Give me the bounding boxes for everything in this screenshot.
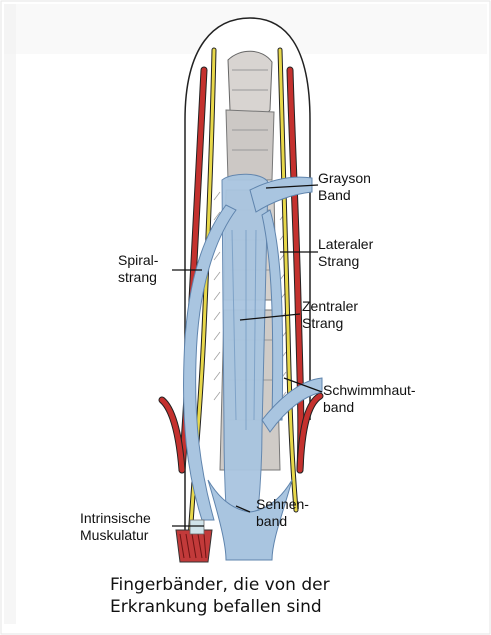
label-grayson-line2: Band <box>318 187 371 204</box>
label-spiral-line2: strang <box>118 269 158 286</box>
label-spiral-cord: Spiral- strang <box>118 252 158 286</box>
label-web-band: Schwimmhaut- band <box>323 382 416 416</box>
caption-line2: Erkrankung befallen sind <box>110 596 440 618</box>
label-grayson-band: Grayson Band <box>318 170 371 204</box>
label-tendon-line1: Sehnen- <box>256 496 309 513</box>
label-grayson-line1: Grayson <box>318 170 371 187</box>
label-tendon-line2: band <box>256 513 309 530</box>
label-lateral-line1: Lateraler <box>318 236 373 253</box>
label-tendon-band: Sehnen- band <box>256 496 309 530</box>
label-central-line1: Zentraler <box>302 298 358 315</box>
figure-caption: Fingerbänder, die von der Erkrankung bef… <box>110 574 440 618</box>
label-lateral-line2: Strang <box>318 253 373 270</box>
label-intrinsic-line2: Muskulatur <box>80 527 151 544</box>
label-intrinsic-line1: Intrinsische <box>80 510 151 527</box>
label-spiral-line1: Spiral- <box>118 252 158 269</box>
frame-left-shade <box>4 4 16 624</box>
label-lateral-cord: Lateraler Strang <box>318 236 373 270</box>
label-central-cord: Zentraler Strang <box>302 298 358 332</box>
label-intrinsic-muscle: Intrinsische Muskulatur <box>80 510 151 544</box>
caption-line1: Fingerbänder, die von der <box>110 574 440 596</box>
label-web-line2: band <box>323 399 416 416</box>
label-web-line1: Schwimmhaut- <box>323 382 416 399</box>
label-central-line2: Strang <box>302 315 358 332</box>
